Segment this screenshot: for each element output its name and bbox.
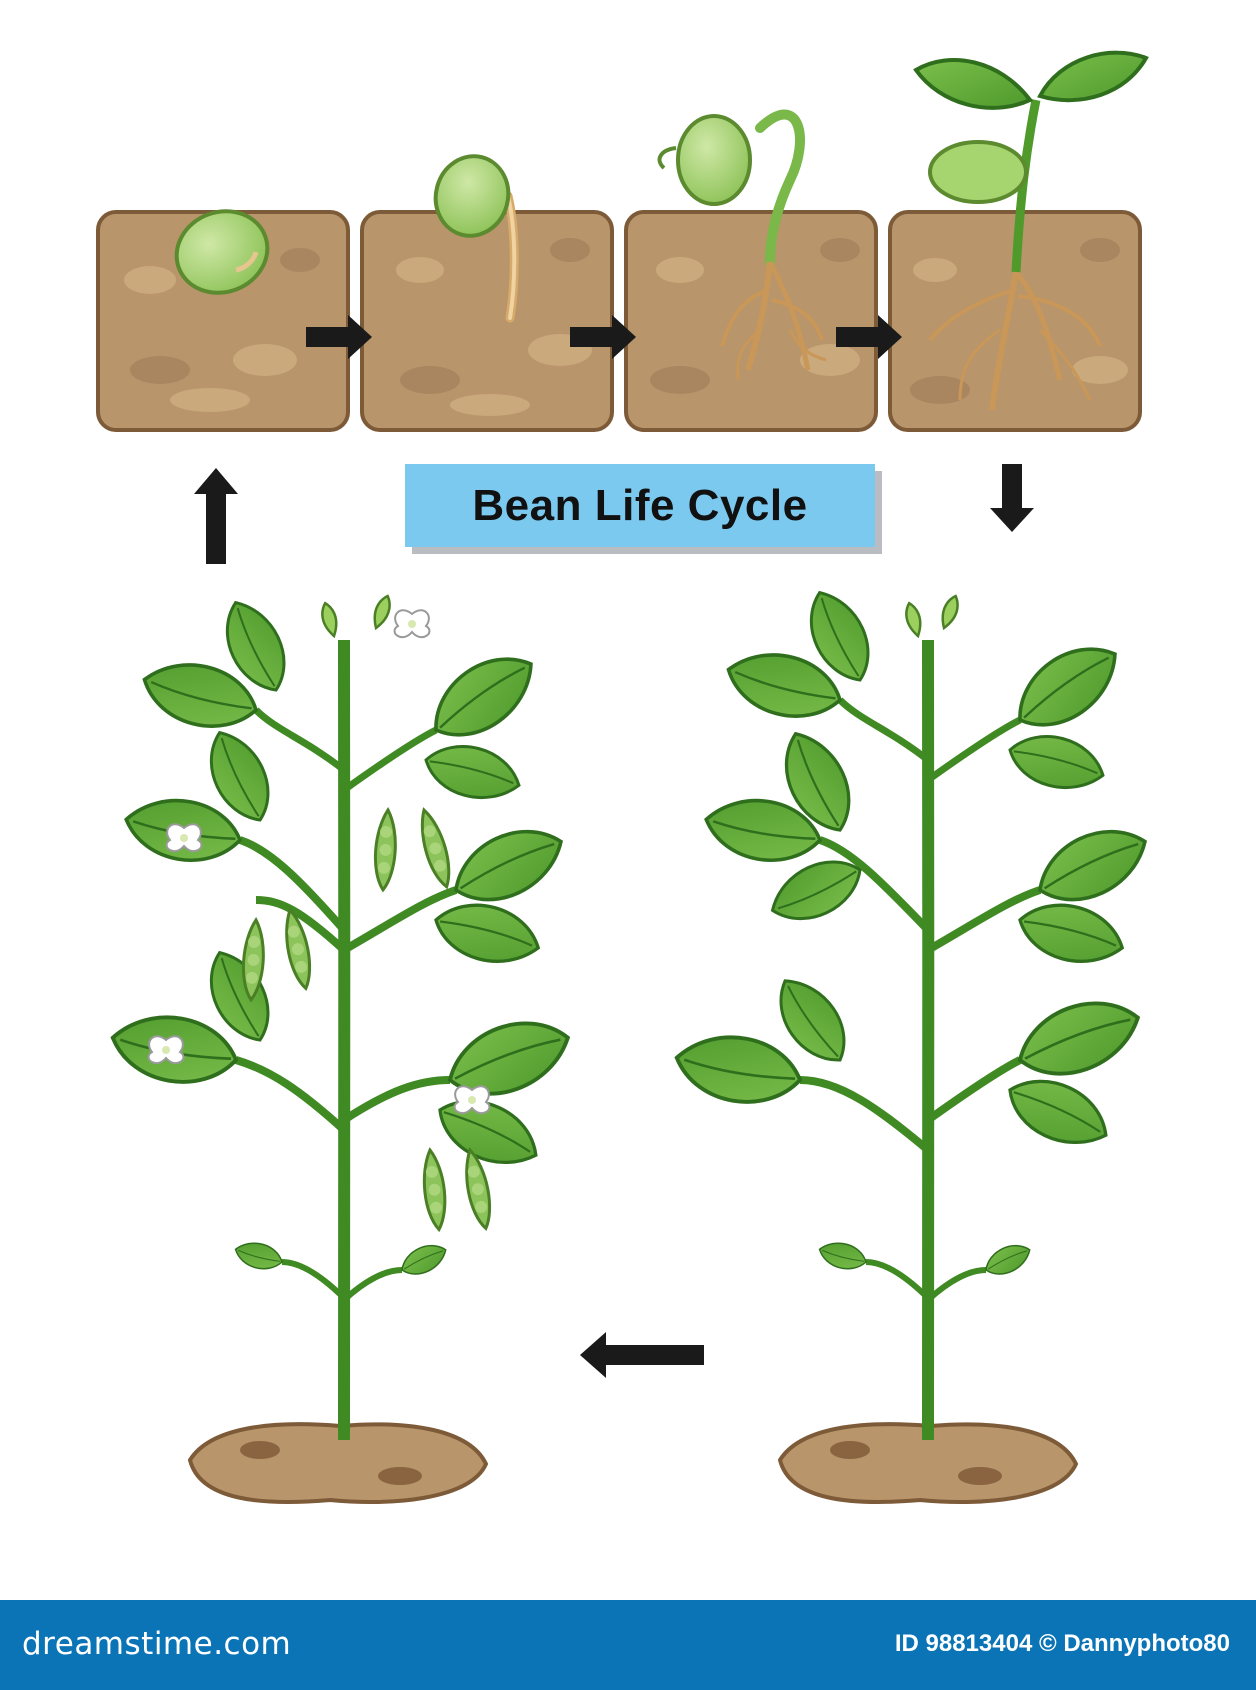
footer-credit-text: ID 98813404 © Dannyphoto80 xyxy=(894,1630,1230,1657)
soil-box-stage-3 xyxy=(624,210,878,432)
young-bean-plant xyxy=(667,581,1159,1505)
bean-seed xyxy=(174,209,270,295)
diagram-title: Bean Life Cycle xyxy=(472,480,808,530)
flowering-bean-plant-with-pods xyxy=(103,591,580,1505)
diagram-title-banner: Bean Life Cycle xyxy=(405,464,875,547)
bean-seed-root-emerging xyxy=(433,154,519,323)
arrow-stage3-to-stage4 xyxy=(836,315,902,359)
arrow-down-to-young-plant xyxy=(990,464,1034,532)
footer-brand-text: dreamstime.com xyxy=(22,1626,292,1662)
arrow-stage2-to-stage3 xyxy=(570,315,636,359)
soil-box-stage-2 xyxy=(360,210,614,432)
arrow-left-to-flowering-plant xyxy=(580,1332,704,1378)
arrow-up-to-seed xyxy=(194,468,238,564)
bean-seedling-leaves xyxy=(913,50,1149,411)
soil-box-stage-1 xyxy=(96,210,350,432)
arrow-stage1-to-stage2 xyxy=(306,315,372,359)
footer-bar: dreamstime.com ID 98813404 © Dannyphoto8… xyxy=(0,1600,1256,1690)
bean-seedling-roots xyxy=(657,109,827,381)
